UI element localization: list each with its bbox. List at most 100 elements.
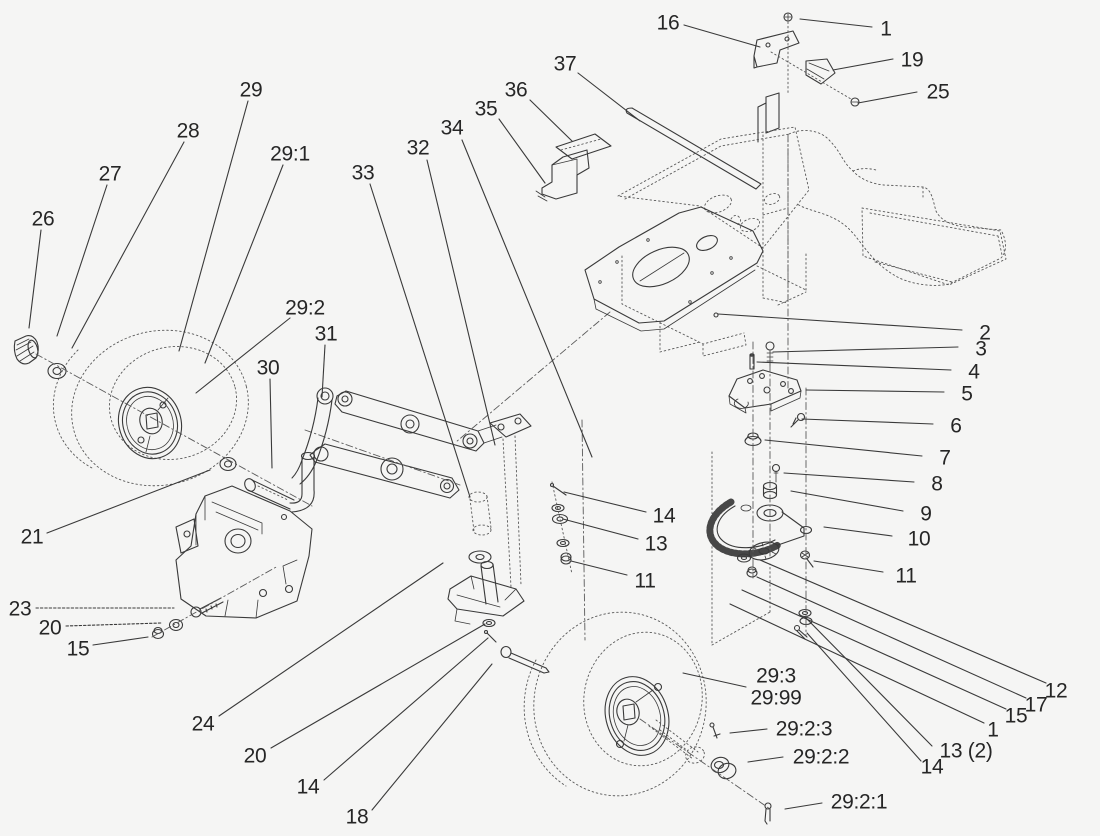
axle-bolt-18 bbox=[500, 645, 550, 674]
callout-34: 34 bbox=[441, 117, 464, 140]
leader-line-29:2:2 bbox=[747, 756, 784, 763]
leader-line-1 bbox=[799, 18, 873, 28]
callout-2: 2 bbox=[979, 322, 990, 345]
leader-line-29:2:1 bbox=[784, 802, 823, 810]
leader-line-33 bbox=[369, 183, 471, 498]
leader-line-20 bbox=[65, 622, 162, 627]
callout-35: 35 bbox=[475, 98, 498, 121]
callout-18: 18 bbox=[346, 806, 369, 829]
leader-line-24 bbox=[218, 562, 444, 717]
callout-3: 3 bbox=[975, 338, 986, 361]
leader-line-5 bbox=[805, 389, 945, 393]
top-bracket-16 bbox=[753, 30, 800, 69]
callout-6: 6 bbox=[950, 415, 961, 438]
screw-25 bbox=[850, 97, 860, 107]
leader-line-29:3 bbox=[682, 672, 747, 688]
caster-wheel-rim bbox=[604, 676, 670, 756]
body-frame bbox=[455, 126, 1007, 443]
callout-1: 1 bbox=[987, 719, 998, 742]
callout-11: 11 bbox=[634, 570, 655, 593]
cotter-pin bbox=[764, 802, 772, 825]
callout-7: 7 bbox=[939, 447, 950, 470]
leader-line-2 bbox=[717, 313, 963, 331]
axle-tube-30 bbox=[244, 478, 295, 510]
callout-1: 1 bbox=[880, 18, 891, 41]
callout-29:2: 29:2 bbox=[285, 297, 325, 320]
callout-13: 13 bbox=[645, 533, 668, 556]
caster-axle-centerline bbox=[639, 718, 771, 810]
leader-line-31 bbox=[321, 344, 326, 398]
bracket-centerline bbox=[770, 21, 852, 100]
sector-gear-10 bbox=[706, 498, 813, 558]
callout-11: 11 bbox=[895, 565, 916, 588]
callout-14: 14 bbox=[297, 776, 320, 799]
callout-36: 36 bbox=[505, 79, 528, 102]
grease-fitting bbox=[709, 722, 721, 739]
hardware-column bbox=[728, 341, 806, 500]
leader-line-29 bbox=[178, 100, 249, 352]
leader-line-12 bbox=[759, 559, 1047, 684]
callout-27: 27 bbox=[99, 163, 122, 186]
callout-4: 4 bbox=[968, 361, 980, 384]
leader-line-35 bbox=[498, 118, 546, 184]
callout-13 (2): 13 (2) bbox=[939, 740, 992, 763]
callout-29:99: 29:99 bbox=[750, 687, 801, 710]
leader-line-16 bbox=[683, 24, 761, 48]
callout-37: 37 bbox=[554, 53, 577, 76]
callout-8: 8 bbox=[931, 473, 942, 496]
callout-20: 20 bbox=[39, 617, 62, 640]
washer-disc-cluster bbox=[736, 541, 780, 578]
callout-10: 10 bbox=[908, 528, 931, 551]
callout-15: 15 bbox=[1005, 705, 1028, 728]
deck-plate bbox=[584, 206, 764, 332]
mount-bolt-hardware bbox=[151, 565, 279, 640]
callout-16: 16 bbox=[657, 12, 680, 35]
leader-line-9 bbox=[790, 490, 904, 512]
callout-29: 29 bbox=[240, 79, 263, 102]
leader-line-18 bbox=[371, 663, 493, 811]
leader-line-27 bbox=[56, 184, 108, 337]
callout-31: 31 bbox=[315, 323, 338, 346]
leader-line-20 bbox=[270, 623, 486, 749]
leader-line-17 bbox=[756, 576, 1027, 699]
leader-line-14 bbox=[806, 632, 922, 762]
leader-line-30 bbox=[269, 378, 273, 469]
callout-29:2:2: 29:2:2 bbox=[793, 746, 850, 769]
leader-line-7 bbox=[764, 439, 923, 457]
leader-line-29:2:3 bbox=[729, 728, 768, 734]
support-rod-37 bbox=[625, 107, 762, 190]
leader-line-32 bbox=[426, 159, 496, 446]
caster-axle-tube bbox=[648, 719, 705, 764]
spacer-washer-21 bbox=[219, 456, 237, 472]
plate-36 bbox=[555, 133, 612, 160]
leader-line-26 bbox=[28, 229, 42, 329]
caster-wheel-tire bbox=[523, 611, 707, 797]
leader-line-4 bbox=[756, 361, 952, 371]
leader-line-3 bbox=[772, 346, 959, 353]
leader-line-37 bbox=[577, 72, 641, 122]
leader-line-19 bbox=[832, 58, 894, 71]
callout-29:2:3: 29:2:3 bbox=[776, 718, 833, 741]
pivot-pin-washer-stack bbox=[549, 481, 573, 575]
leader-line-28 bbox=[71, 141, 185, 349]
leader-line-36 bbox=[529, 99, 573, 142]
axle-washer bbox=[47, 362, 67, 380]
leader-line-11 bbox=[570, 560, 628, 576]
clip-19 bbox=[805, 58, 836, 85]
leader-line-13 bbox=[562, 518, 639, 540]
hub-cap bbox=[13, 335, 39, 365]
callout-5: 5 bbox=[961, 383, 972, 406]
callout-24: 24 bbox=[192, 713, 215, 736]
callout-32: 32 bbox=[407, 137, 430, 160]
z-bracket-35 bbox=[535, 149, 590, 202]
caster-fork-spindle bbox=[447, 419, 771, 646]
callout-23: 23 bbox=[9, 598, 32, 621]
leader-line-15 bbox=[741, 589, 1007, 710]
frame-mount-plate bbox=[175, 485, 313, 619]
leader-line-14 bbox=[563, 491, 647, 513]
support-tower bbox=[757, 92, 789, 304]
axle-bushing bbox=[710, 756, 737, 780]
